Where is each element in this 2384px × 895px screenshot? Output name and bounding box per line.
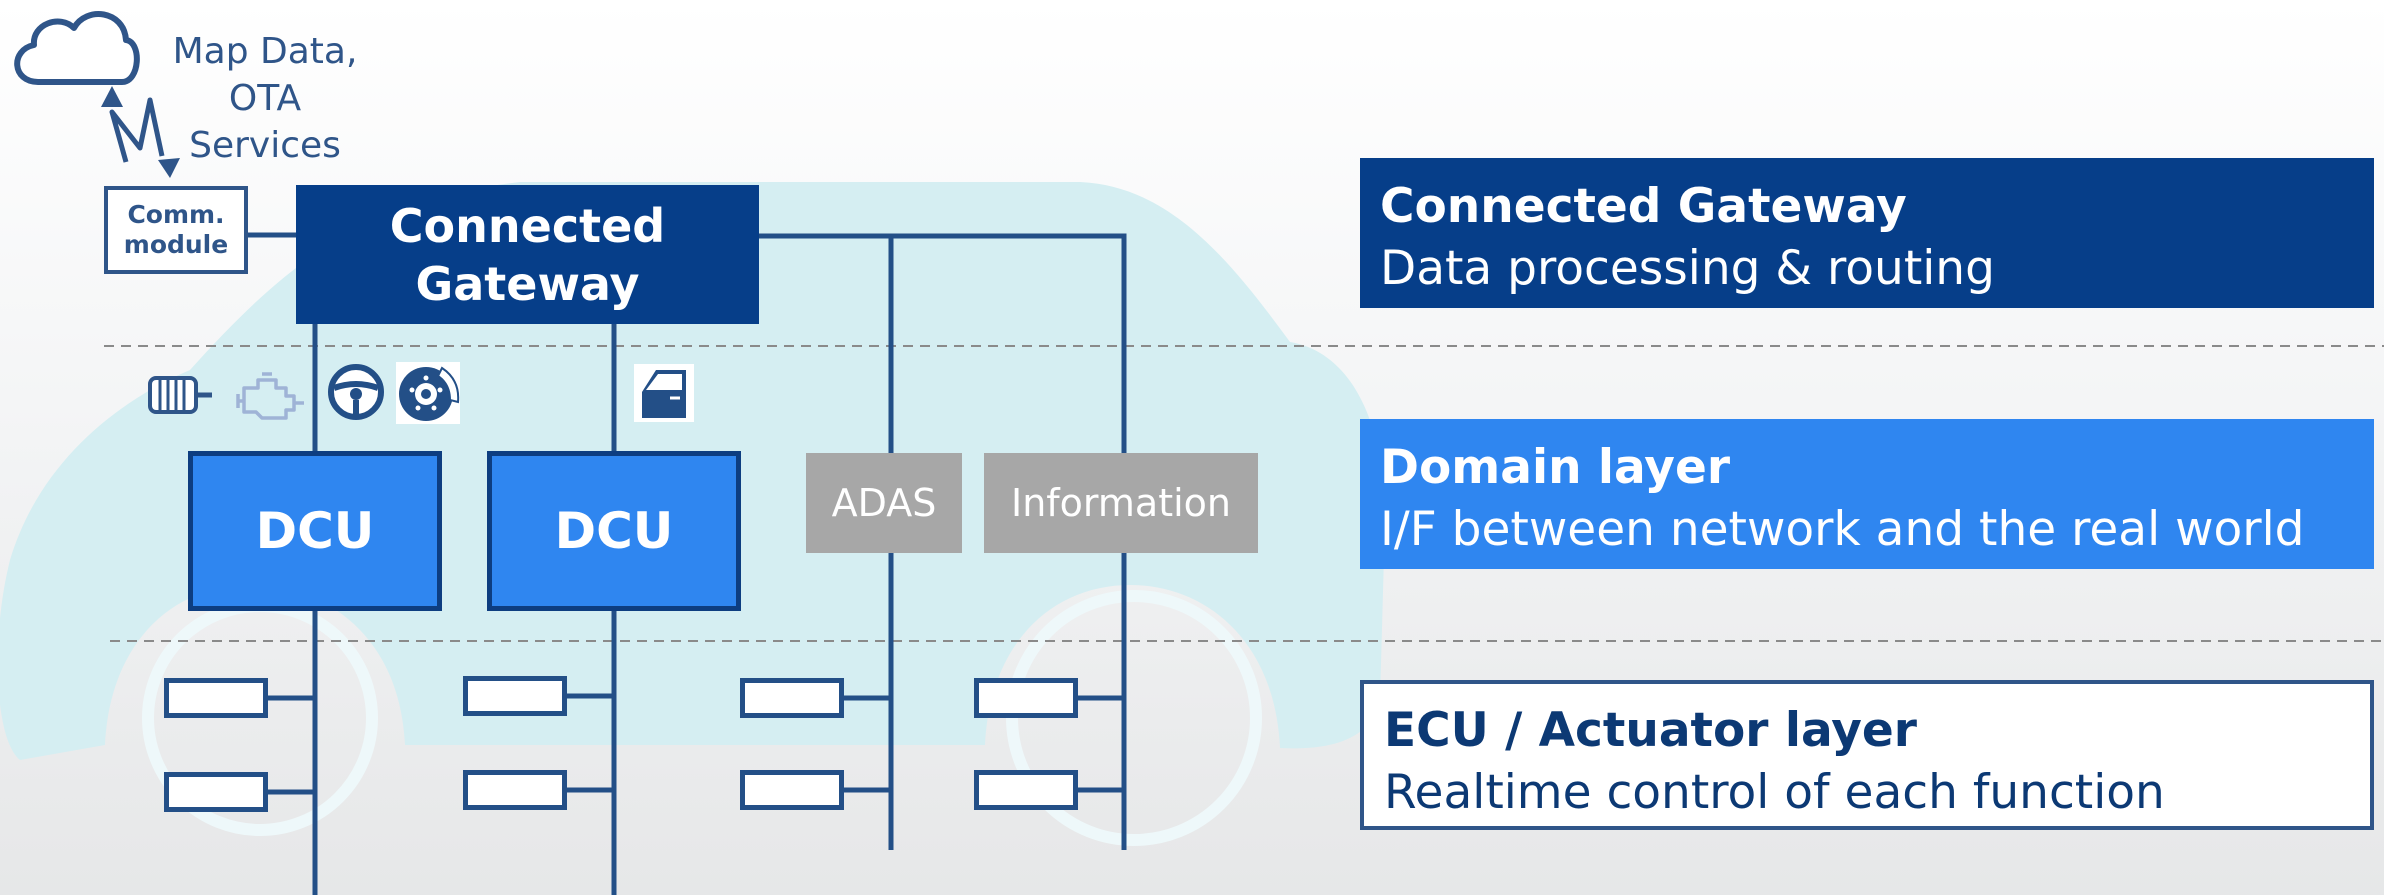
ecu-box <box>463 770 567 810</box>
information-box: Information <box>984 453 1258 553</box>
ecu-layer-panel: ECU / Actuator layer Realtime control of… <box>1360 680 2374 830</box>
brake-disc-icon <box>396 362 460 424</box>
gateway-backbone <box>759 233 1127 850</box>
ecu-box <box>974 678 1078 718</box>
comm-module-box: Comm. module <box>104 186 248 274</box>
connected-gateway-box: Connected Gateway <box>296 185 759 324</box>
dcu-box-2: DCU <box>487 451 741 611</box>
panel-subtitle: Realtime control of each function <box>1384 765 2165 820</box>
motor-icon <box>148 376 212 414</box>
ecu-box <box>740 678 844 718</box>
cloud-label-line2: OTA Services <box>189 78 341 166</box>
ecu-box <box>740 770 844 810</box>
car-door-icon <box>634 364 694 422</box>
front-wheel <box>1006 590 1262 846</box>
dcu-box-1: DCU <box>188 451 442 611</box>
panel-title: Domain layer <box>1380 440 1730 495</box>
cloud-label: Map Data, OTA Services <box>150 28 380 169</box>
panel-subtitle: Data processing & routing <box>1380 241 1995 296</box>
dcu-label: DCU <box>255 502 375 560</box>
comm-module-line1: Comm. <box>127 200 225 229</box>
ecu-box <box>164 772 268 812</box>
panel-title: ECU / Actuator layer <box>1384 703 1917 758</box>
ecu-box <box>164 678 268 718</box>
cloud-label-line1: Map Data, <box>172 31 358 72</box>
ecu-box <box>974 770 1078 810</box>
ecu-box <box>463 676 567 716</box>
panel-title: Connected Gateway <box>1380 179 1907 234</box>
layer-separators <box>104 345 2384 642</box>
domain-layer-panel: Domain layer I/F between network and the… <box>1360 419 2374 569</box>
adas-box: ADAS <box>806 453 962 553</box>
engine-icon <box>236 372 304 420</box>
gateway-line2: Gateway <box>415 256 640 311</box>
gateway-line1: Connected <box>389 198 666 253</box>
dcu-label: DCU <box>554 502 674 560</box>
cloud-icon <box>14 11 140 85</box>
comm-module-line2: module <box>123 230 229 259</box>
wireless-link-icon <box>101 86 180 178</box>
information-label: Information <box>1011 481 1231 525</box>
panel-subtitle: I/F between network and the real world <box>1380 502 2305 557</box>
adas-label: ADAS <box>831 481 937 525</box>
steering-wheel-icon <box>328 364 384 420</box>
gateway-layer-panel: Connected Gateway Data processing & rout… <box>1360 158 2374 308</box>
